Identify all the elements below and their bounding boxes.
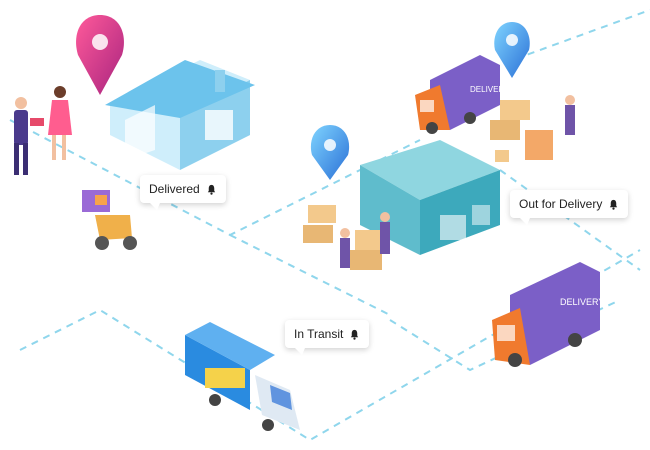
status-out-for-delivery-label: Out for Delivery [519, 197, 603, 211]
location-pin-icon [310, 125, 350, 180]
status-delivered-label: Delivered [149, 182, 200, 196]
scooter [82, 190, 137, 250]
status-in-transit: In Transit [285, 320, 370, 355]
courier-and-customer [14, 86, 72, 175]
house [105, 60, 255, 170]
location-pin-icon [494, 22, 530, 78]
delivery-truck-top: DELIVERY [415, 55, 510, 134]
location-pin-icon [76, 15, 124, 95]
status-out-for-delivery: Out for Delivery [510, 190, 629, 225]
bell-icon [610, 199, 618, 210]
boxes-warehouse [303, 205, 390, 270]
delivery-truck-bottom: DELIVERY [492, 262, 604, 367]
bell-icon [351, 329, 359, 340]
status-in-transit-label: In Transit [294, 327, 344, 341]
status-delivered: Delivered [140, 175, 226, 210]
bell-icon [207, 184, 215, 195]
transit-truck [185, 322, 300, 431]
truck-label: DELIVERY [560, 297, 604, 307]
boxes-top-right [490, 95, 575, 162]
truck-label: DELIVERY [470, 85, 510, 94]
